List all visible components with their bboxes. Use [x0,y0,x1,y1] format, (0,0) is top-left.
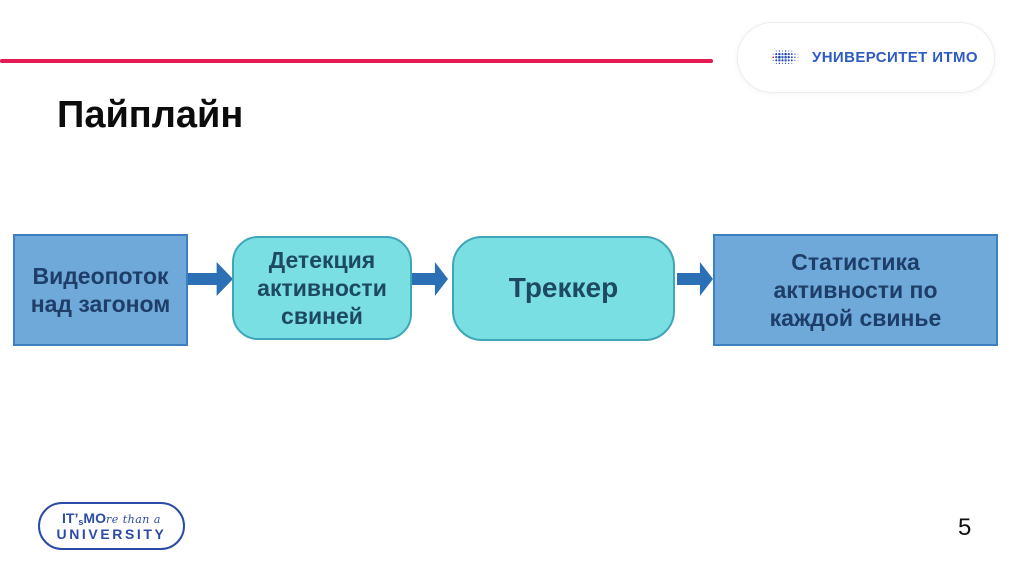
page-title: Пайплайн [57,94,244,136]
pipeline-step-statistics: Статистика активности по каждой свинье [713,234,998,346]
university-logo-card: УНИВЕРСИТЕТ ИТМО [737,22,995,93]
university-logo-text: УНИВЕРСИТЕТ ИТМО [811,49,978,66]
pipeline-step-tracker: Треккер [452,236,675,341]
itmo-dots-icon [772,49,799,64]
pipeline-step-video-stream: Видеопоток над загоном [13,234,188,346]
flow-arrow-2 [412,259,448,299]
flow-arrow-1 [188,259,233,299]
pipeline-step-activity-detection: Детекция активности свиней [232,236,412,340]
accent-line [0,59,713,63]
flow-arrow-3 [677,259,713,299]
itmo-footer-logo-line1: IT’sMOre than a [62,509,161,527]
page-number: 5 [958,514,972,541]
itmo-footer-logo: IT’sMOre than a UNIVERSITY [38,502,185,550]
itmo-footer-logo-line2: UNIVERSITY [56,525,167,542]
